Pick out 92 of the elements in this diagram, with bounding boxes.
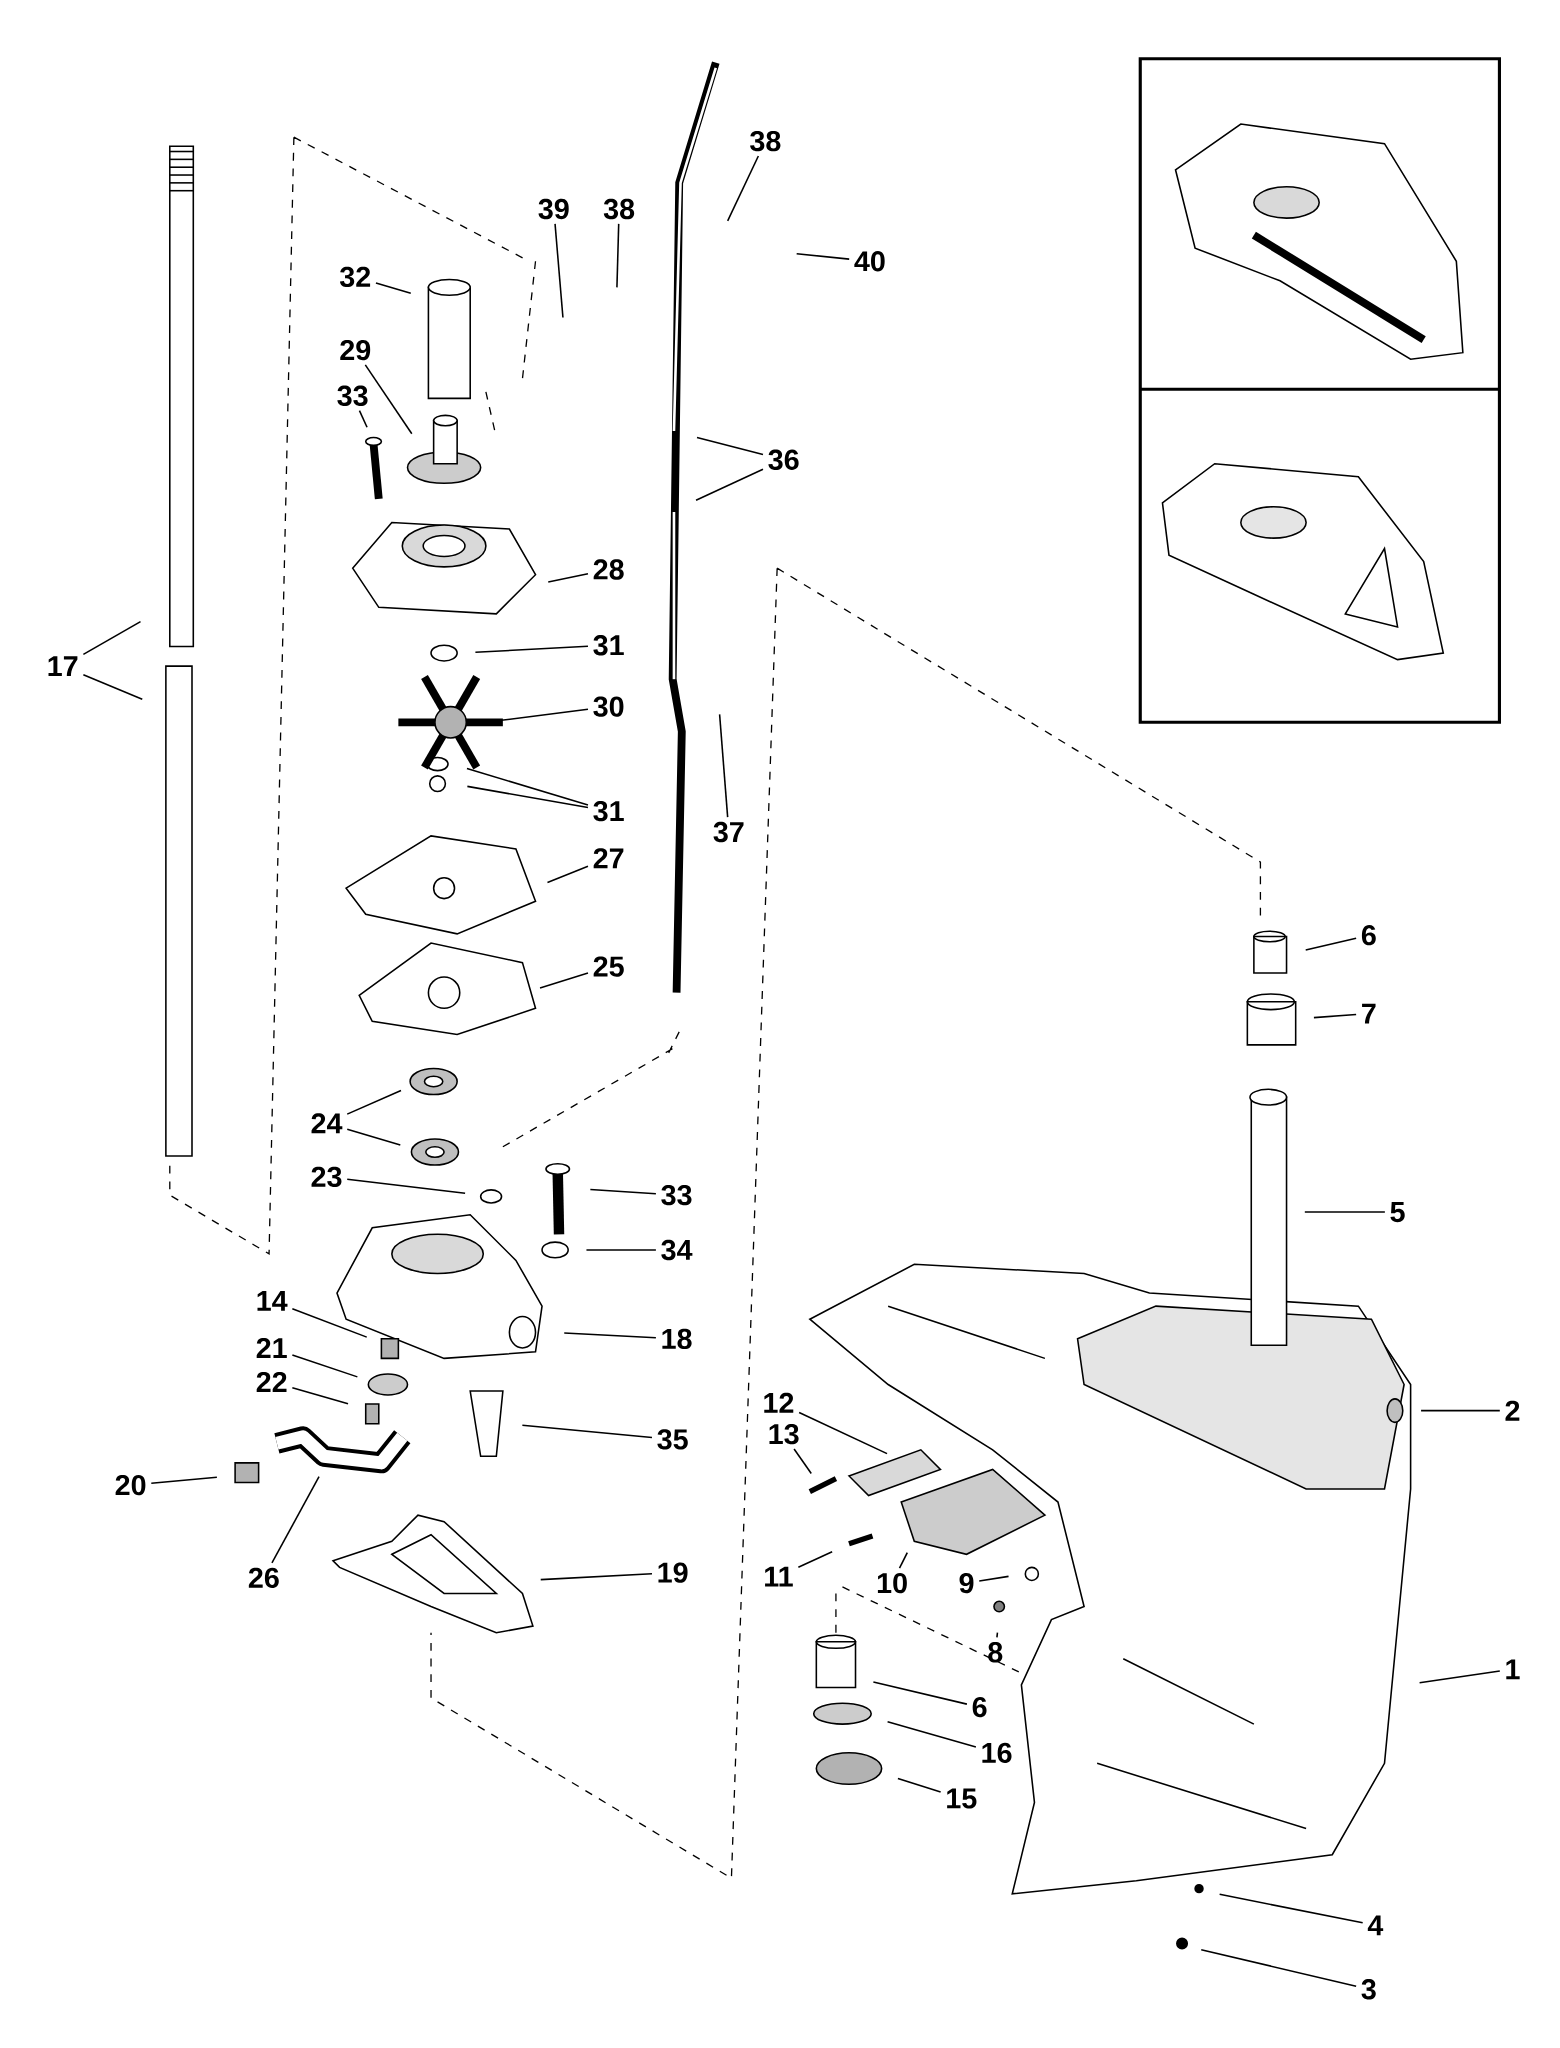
callout-number: 25 — [593, 956, 625, 977]
callout-number: 5 — [1390, 1202, 1405, 1223]
leader-line — [1313, 1013, 1358, 1019]
leader-line — [546, 865, 589, 884]
callout-number: 33 — [337, 385, 368, 406]
leader-line — [695, 468, 765, 501]
callout-number: 17 — [48, 656, 78, 676]
leader-line — [500, 708, 589, 722]
callout-number: 2 — [1505, 1400, 1520, 1421]
leader-line — [696, 436, 765, 456]
callout-number: 6 — [1362, 925, 1377, 946]
leader-line — [797, 1550, 834, 1569]
leader-line — [466, 767, 589, 806]
callout-number: 29 — [340, 339, 371, 361]
leader-line — [540, 1572, 653, 1581]
leader-line — [554, 223, 564, 319]
leader-line — [616, 223, 620, 289]
leader-line — [271, 1475, 321, 1564]
leader-line — [727, 155, 760, 222]
callout-number: 38 — [750, 130, 781, 152]
callout-number: 31 — [593, 800, 625, 822]
callout-number: 3 — [1361, 1979, 1377, 2000]
callout-number: 34 — [661, 1239, 693, 1261]
leader-line — [1304, 1211, 1386, 1213]
leader-line — [346, 1178, 467, 1195]
leader-line — [793, 1448, 813, 1475]
callout-number: 21 — [256, 1337, 288, 1358]
callout-number: 36 — [768, 449, 799, 470]
callout-number: 35 — [657, 1429, 689, 1450]
leader-line — [82, 620, 142, 656]
leader-line — [899, 1551, 909, 1569]
leader-line — [798, 1411, 889, 1455]
callout-number: 22 — [256, 1371, 287, 1392]
leader-line — [539, 972, 589, 989]
leader-line — [82, 673, 144, 701]
callout-number: 40 — [854, 251, 885, 272]
callout-number: 14 — [257, 1291, 288, 1311]
leader-line — [585, 1249, 657, 1251]
callout-number: 15 — [947, 1788, 977, 1809]
leader-line — [150, 1476, 218, 1484]
leader-line — [375, 282, 412, 295]
callout-number: 31 — [593, 635, 625, 656]
callout-number: 19 — [658, 1562, 688, 1583]
leader-line — [1419, 1670, 1501, 1684]
leader-line — [1219, 1893, 1364, 1924]
callout-number: 6 — [972, 1696, 987, 1718]
callout-number: 4 — [1368, 1915, 1384, 1936]
leader-line — [521, 1424, 653, 1439]
callout-number: 20 — [115, 1474, 146, 1496]
callout-number: 30 — [593, 696, 624, 717]
leader-line — [474, 645, 589, 654]
leader-line — [346, 1128, 402, 1146]
leader-line — [996, 1631, 999, 1639]
callout-number: 13 — [769, 1423, 799, 1445]
leader-line — [978, 1575, 1010, 1582]
callout-number: 28 — [593, 559, 624, 580]
callout-number: 26 — [249, 1567, 280, 1588]
callout-number: 37 — [713, 821, 744, 843]
callout-number: 27 — [593, 848, 624, 869]
callout-number: 7 — [1362, 1003, 1376, 1024]
callout-number: 12 — [764, 1392, 794, 1413]
callout-number: 9 — [959, 1572, 974, 1594]
leader-line — [1420, 1409, 1501, 1412]
leader-line — [364, 364, 413, 435]
leader-line — [1305, 937, 1358, 951]
leader-line — [719, 713, 729, 818]
leader-line — [887, 1721, 977, 1748]
callout-number: 32 — [340, 266, 371, 288]
callout-number: 10 — [878, 1572, 908, 1594]
leader-line — [358, 409, 369, 428]
callout-number: 24 — [311, 1113, 343, 1134]
leader-line — [466, 785, 589, 809]
leader-line — [291, 1387, 350, 1405]
callout-number: 39 — [538, 198, 569, 220]
callout-number: 8 — [988, 1642, 1003, 1663]
leader-line — [589, 1188, 657, 1195]
callout-number: 18 — [662, 1328, 692, 1349]
leader-line — [872, 1681, 968, 1705]
leader-line — [1200, 1948, 1358, 1988]
leader-line — [547, 572, 589, 583]
callout-number: 33 — [661, 1184, 692, 1206]
callout-number: 23 — [311, 1166, 342, 1188]
callout-number: 16 — [982, 1742, 1012, 1763]
leader-line — [291, 1354, 359, 1378]
leader-line — [897, 1777, 942, 1793]
leader-line — [346, 1089, 403, 1115]
callout-number: 1 — [1506, 1659, 1520, 1680]
callout-number: 38 — [604, 198, 635, 220]
leader-line — [563, 1332, 657, 1339]
leader-line — [291, 1308, 368, 1338]
callout-number: 11 — [765, 1566, 794, 1587]
leader-line — [796, 252, 851, 260]
